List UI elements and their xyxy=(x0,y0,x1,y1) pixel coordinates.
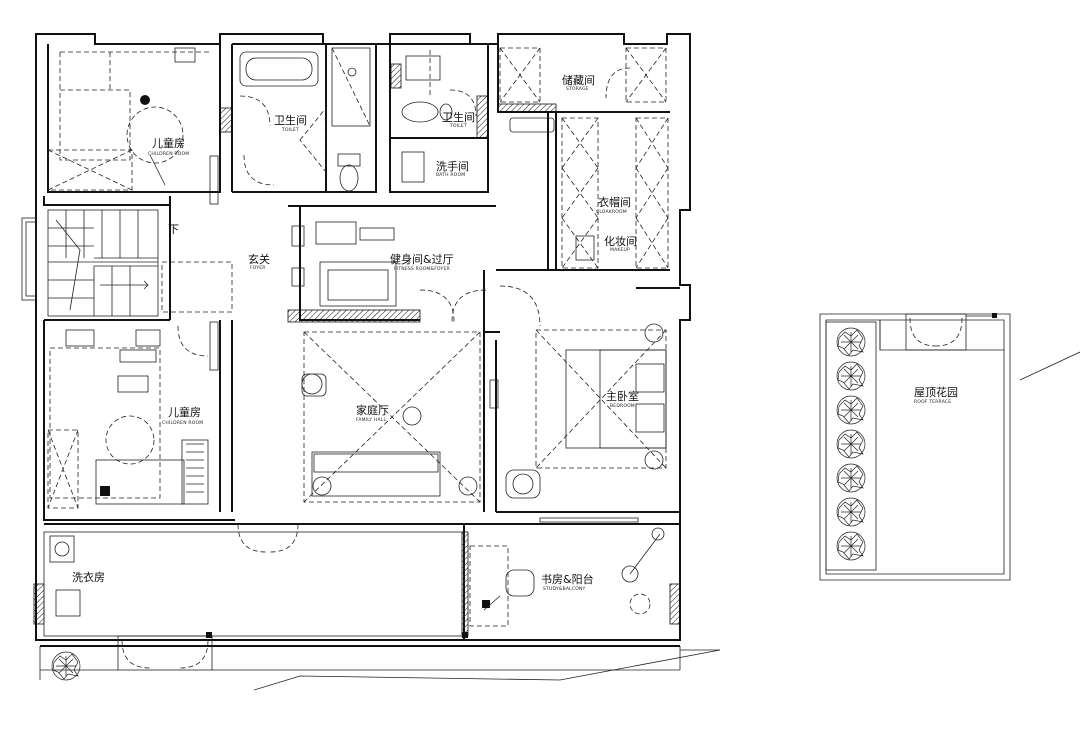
label-family-hall-en: FAMILY HALL xyxy=(356,417,387,423)
tree-icon xyxy=(836,327,866,357)
label-family-hall: 家庭厅 xyxy=(356,403,389,417)
label-laundry: 洗衣房 xyxy=(72,570,105,584)
label-storage-en: STORAGE xyxy=(566,86,589,92)
label-foyer-en: FOYER xyxy=(250,265,266,271)
tree-icon xyxy=(836,497,866,527)
label-cloakroom-en: CLOAKROOM xyxy=(596,209,627,215)
label-stair-down: 下 xyxy=(168,223,179,236)
label-toilet-1-en: TOILET xyxy=(281,127,299,133)
tree-icon xyxy=(836,361,866,391)
tree-icon xyxy=(836,463,866,493)
label-bath-room-en: BATH ROOM xyxy=(436,172,465,178)
label-storage: 储藏间 xyxy=(562,73,595,87)
fixtures xyxy=(39,47,721,691)
outer-walls xyxy=(21,33,691,647)
label-makeup-en: MAKEUP xyxy=(610,247,630,253)
label-bedroom-en: BEDROOM xyxy=(610,403,635,409)
roof-terrace-plan xyxy=(819,313,1080,581)
label-foyer: 玄关 xyxy=(248,252,270,266)
label-toilet-2: 卫生间 xyxy=(442,110,475,124)
label-toilet-2-en: TOILET xyxy=(449,123,467,129)
tree-icon xyxy=(836,429,866,459)
label-bedroom: 主卧室 xyxy=(606,389,639,403)
label-bath-room: 洗手间 xyxy=(436,159,469,173)
label-children-room-bottom: 儿童房 xyxy=(168,405,201,419)
label-children-room-top-en: CHILDREN ROOM xyxy=(148,151,189,157)
label-children-room-bottom-en: CHILDREN ROOM xyxy=(162,420,203,426)
label-children-room-top: 儿童房 xyxy=(152,136,185,150)
room-labels: 儿童房 CHILDREN ROOM 卫生间 TOILET 卫生间 TOILET … xyxy=(72,73,958,592)
label-fitness-en: FITNESS ROOM&FOYER xyxy=(394,266,450,272)
tree-icon xyxy=(836,531,866,561)
interior-walls xyxy=(33,43,681,640)
label-cloakroom: 衣帽间 xyxy=(598,195,631,209)
staircase xyxy=(47,209,159,317)
label-fitness: 健身间&过厅 xyxy=(390,252,454,266)
label-toilet-1: 卫生间 xyxy=(274,113,307,127)
label-roof-terrace: 屋顶花园 xyxy=(914,386,958,399)
label-roof-terrace-en: ROOF TERRACE xyxy=(914,399,951,405)
tree-icon xyxy=(51,651,81,681)
tree-icon xyxy=(836,395,866,425)
label-study: 书房&阳台 xyxy=(541,572,594,586)
label-study-en: STUDY&BALCONY xyxy=(543,586,585,592)
label-makeup: 化妆间 xyxy=(604,234,637,248)
